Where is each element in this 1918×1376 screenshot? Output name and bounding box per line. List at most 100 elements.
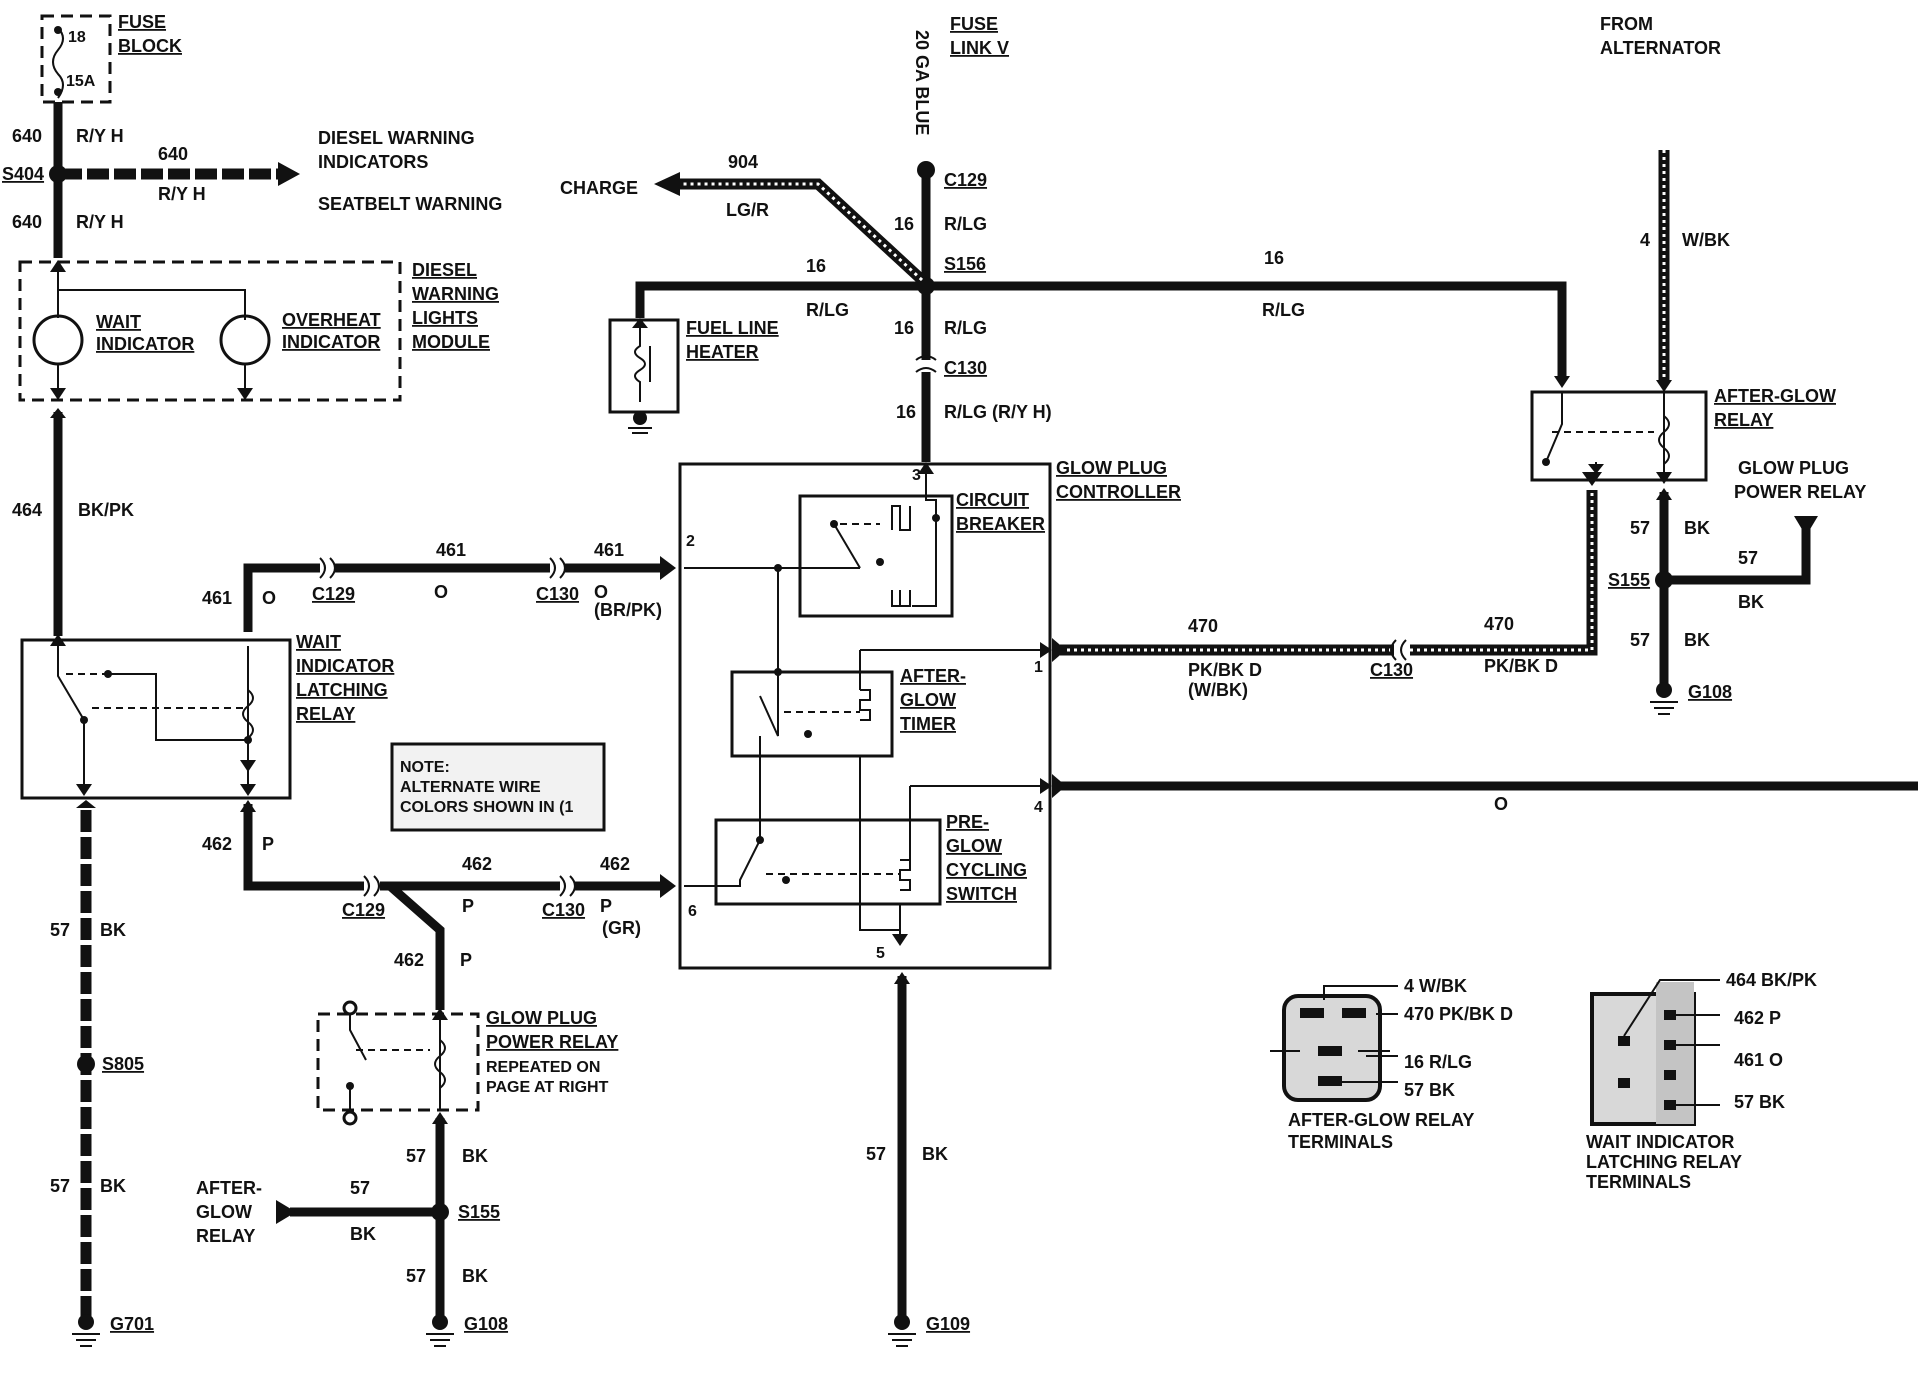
wlr-terminal-3: 461 O (1734, 1050, 1783, 1070)
wire-462-num-a: 462 (202, 834, 232, 854)
after-glow-relay-label-2: RELAY (1714, 410, 1773, 430)
note-line-2: ALTERNATE WIRE (400, 779, 541, 796)
c129-label-b: C129 (342, 900, 385, 920)
wire-57-num-b: 57 (50, 1176, 70, 1196)
wire-16-num-e: 16 (1264, 248, 1284, 268)
wire-640-color-b: R/Y H (76, 212, 124, 232)
dwl-module-2: WARNING (412, 284, 499, 304)
diesel-warning-indicators-2: INDICATORS (318, 152, 428, 172)
wire-57-color-h: BK (1738, 592, 1764, 612)
wire-16-num-b: 16 (894, 318, 914, 338)
fuse-link-label-1: FUSE (950, 14, 998, 34)
wait-relay-label-1: WAIT (296, 632, 341, 652)
wire-462 (243, 804, 664, 891)
repeated-on-1: REPEATED ON (486, 1059, 600, 1076)
wire-461-num-b: 461 (436, 540, 466, 560)
pre-glow-label-1: PRE- (946, 812, 989, 832)
wire-461-num-a: 461 (202, 588, 232, 608)
wait-relay-label-4: RELAY (296, 704, 355, 724)
dwl-module-3: LIGHTS (412, 308, 478, 328)
agr-terminal-1: 4 W/BK (1404, 976, 1467, 996)
wire-57-num-c: 57 (406, 1146, 426, 1166)
from-alternator-1: FROM (1600, 14, 1653, 34)
pre-glow-label-4: SWITCH (946, 884, 1017, 904)
fuse-number: 18 (68, 29, 86, 46)
arrow-charge (654, 172, 680, 196)
fuel-line-heater-label-2: HEATER (686, 342, 759, 362)
after-glow-relay-left-1: AFTER- (196, 1178, 262, 1198)
s404-label: S404 (2, 164, 44, 184)
glow-plug-controller: GLOW PLUG CONTROLLER 3 2 1 4 6 5 CIRCUIT… (678, 458, 1181, 970)
after-glow-relay: AFTER-GLOW RELAY (1530, 386, 1836, 486)
fuse-block: 18 15A FUSE BLOCK (40, 12, 182, 104)
arrow-glow-plug-power-relay (1794, 516, 1818, 536)
wire-57-color-g: BK (1684, 518, 1710, 538)
pin-4: 4 (1034, 799, 1043, 816)
wlr-terminals-title-1: WAIT INDICATOR (1586, 1132, 1734, 1152)
diesel-warning-lights-module: WAIT INDICATOR OVERHEAT INDICATOR DIESEL… (18, 260, 499, 402)
wire-57-num-a: 57 (50, 920, 70, 940)
wire-904 (680, 178, 926, 285)
g109-label: G109 (926, 1314, 970, 1334)
wlr-terminal-1: 464 BK/PK (1726, 970, 1817, 990)
wire-462-color-b: P (462, 896, 474, 916)
overheat-indicator-label-2: INDICATOR (282, 332, 380, 352)
wlr-terminals-title-3: TERMINALS (1586, 1172, 1691, 1192)
wire-16-color-b: R/LG (944, 318, 987, 338)
note-line-1: NOTE: (400, 759, 450, 776)
wire-16-num-d: 16 (806, 256, 826, 276)
gppr-label-1: GLOW PLUG (486, 1008, 597, 1028)
wire-4-num: 4 (1640, 230, 1650, 250)
after-glow-relay-left-3: RELAY (196, 1226, 255, 1246)
note-box: NOTE: ALTERNATE WIRE COLORS SHOWN IN (1 (390, 742, 606, 832)
wire-16-num-c: 16 (896, 402, 916, 422)
c130-label-top: C130 (944, 358, 987, 378)
wire-470-num-b: 470 (1484, 614, 1514, 634)
c129-label-top: C129 (944, 170, 987, 190)
c130-label-right: C130 (1370, 660, 1413, 680)
c130-label-a: C130 (536, 584, 579, 604)
wait-indicator-label-2: INDICATOR (96, 334, 194, 354)
g108-label-right: G108 (1688, 682, 1732, 702)
agr-terminals-title-2: TERMINALS (1288, 1132, 1393, 1152)
wait-relay-label-3: LATCHING (296, 680, 388, 700)
s155-label-left: S155 (458, 1202, 500, 1222)
agr-terminal-2: 470 PK/BK D (1404, 1004, 1513, 1024)
wire-16-color-a: R/LG (944, 214, 987, 234)
connector-c129-top (917, 161, 935, 179)
after-glow-timer-label-2: GLOW (900, 690, 956, 710)
agr-terminal-4: 57 BK (1404, 1080, 1455, 1100)
wire-461-color-c: O (594, 582, 608, 602)
ground-g701-icon (72, 1314, 100, 1347)
wire-57-num-e: 57 (406, 1266, 426, 1286)
gppr-right-label-2: POWER RELAY (1734, 482, 1866, 502)
repeated-on-2: PAGE AT RIGHT (486, 1079, 609, 1096)
gppr-right-label-1: GLOW PLUG (1738, 458, 1849, 478)
s155-label-right: S155 (1608, 570, 1650, 590)
fuel-line-heater: FUEL LINE HEATER (608, 318, 779, 434)
wire-462-color-d: P (460, 950, 472, 970)
wire-461-num-c: 461 (594, 540, 624, 560)
wire-57-color-b: BK (100, 1176, 126, 1196)
wire-461-color-a: O (262, 588, 276, 608)
pin-3: 3 (912, 467, 921, 484)
wire-16-horizontal (635, 281, 1567, 380)
wait-relay-label-2: INDICATOR (296, 656, 394, 676)
wire-464-num: 464 (12, 500, 42, 520)
wire-57-num-f: 57 (866, 1144, 886, 1164)
wait-latching-relay-terminals: 464 BK/PK 462 P 461 O 57 BK WAIT INDICAT… (1586, 970, 1817, 1192)
wire-470-num-a: 470 (1188, 616, 1218, 636)
wire-640-num-a: 640 (12, 126, 42, 146)
c130-label-b: C130 (542, 900, 585, 920)
wire-57-num-h: 57 (1738, 548, 1758, 568)
wire-461-alt-color: (BR/PK) (594, 600, 662, 620)
diesel-warning-indicators-1: DIESEL WARNING (318, 128, 475, 148)
wire-57-color-f: BK (922, 1144, 948, 1164)
wire-461 (243, 563, 664, 632)
wire-57-color-i: BK (1684, 630, 1710, 650)
wire-57-num-i: 57 (1630, 630, 1650, 650)
wait-indicator-label-1: WAIT (96, 312, 141, 332)
wire-16-color-c: R/LG (R/Y H) (944, 402, 1052, 422)
after-glow-relay-terminals: 4 W/BK 470 PK/BK D 16 R/LG 57 BK AFTER-G… (1270, 976, 1513, 1152)
